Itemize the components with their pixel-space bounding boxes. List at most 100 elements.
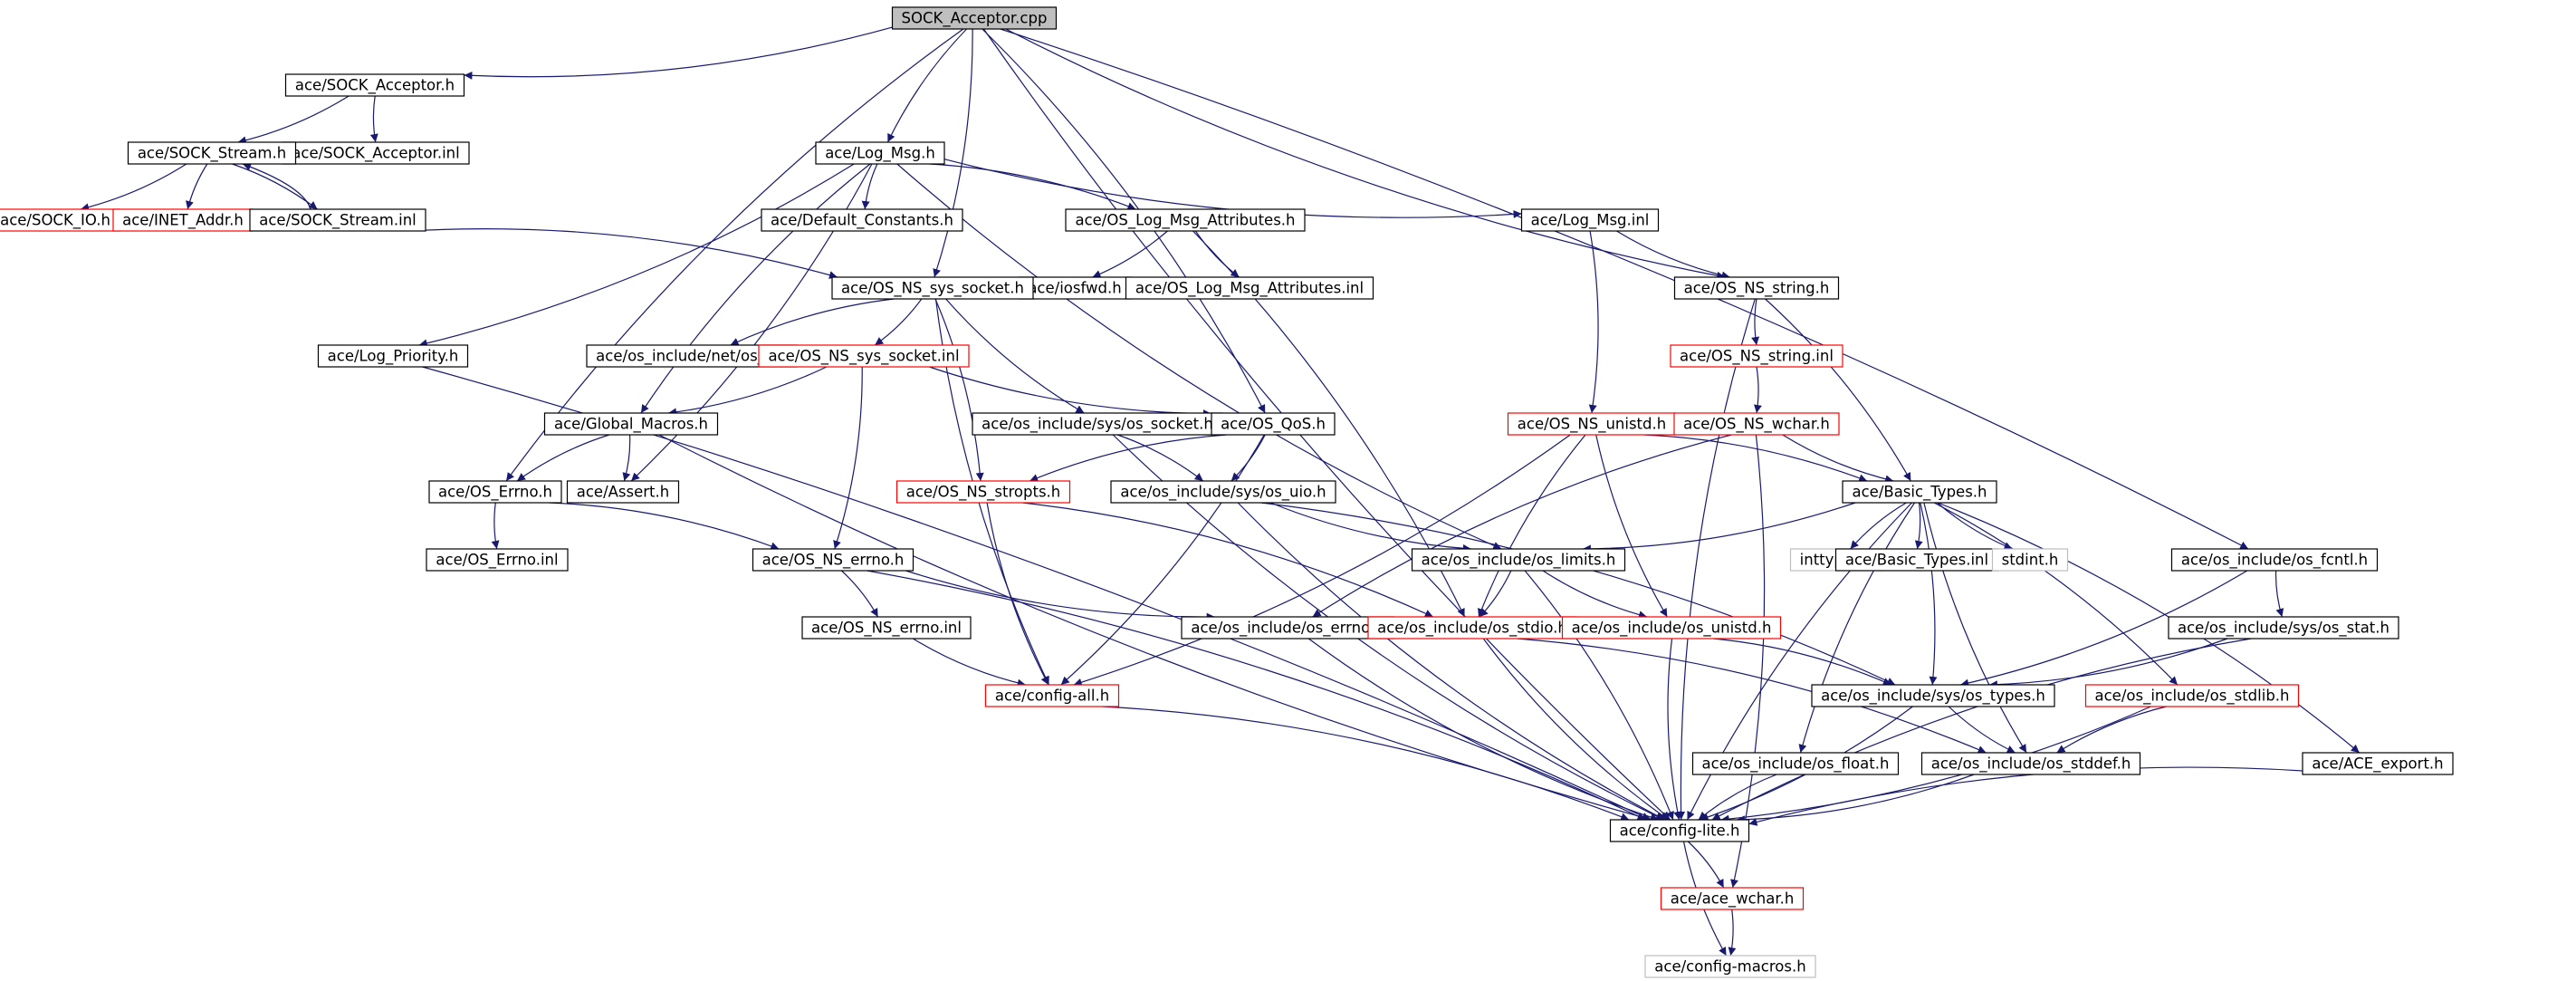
edge-os_types_h-to-os_stddef_h — [1948, 706, 2016, 754]
node-log-msg-h[interactable]: ace/Log_Msg.h — [815, 141, 945, 165]
node-os-ns-string-h[interactable]: ace/OS_NS_string.h — [1673, 276, 1840, 300]
node-assert-h[interactable]: ace/Assert.h — [566, 480, 680, 504]
node-os-ns-errno-inl[interactable]: ace/OS_NS_errno.inl — [801, 616, 972, 640]
node-box — [566, 480, 680, 504]
node-stdint-h[interactable]: stdint.h — [1991, 548, 2069, 572]
node-os-log-msg-attr-h[interactable]: ace/OS_Log_Msg_Attributes.h — [1065, 208, 1306, 232]
edge-log_msg_h-to-os_limits_h — [896, 163, 1502, 550]
node-os-socket-h[interactable]: ace/os_include/sys/os_socket.h — [972, 412, 1223, 436]
node-box — [1110, 480, 1336, 504]
node-os-stdlib-h[interactable]: ace/os_include/os_stdlib.h — [2084, 684, 2300, 707]
node-os-ns-sys-socket-inl[interactable]: ace/OS_NS_sys_socket.inl — [758, 344, 970, 368]
node-ace-wchar-h[interactable]: ace/ace_wchar.h — [1660, 887, 1805, 910]
node-os-stdio-h[interactable]: ace/os_include/os_stdio.h — [1367, 616, 1577, 640]
node-inet-addr-h[interactable]: ace/INET_Addr.h — [112, 208, 254, 232]
node-os-limits-h[interactable]: ace/os_include/os_limits.h — [1411, 548, 1626, 572]
edge-os_log_msg_attr_h-to-os_log_msg_attr_inl — [1194, 230, 1240, 278]
node-os-ns-unistd-h[interactable]: ace/OS_NS_unistd.h — [1507, 412, 1677, 436]
node-os-include-errno-h[interactable]: ace/os_include/os_errno.h — [1181, 616, 1394, 640]
edge-os_ns_errno_h-to-os_ns_errno_inl — [840, 570, 879, 618]
node-label: ace/OS_NS_string.h — [1684, 280, 1830, 298]
node-label: ace/os_include/os_stddef.h — [1931, 755, 2131, 774]
node-config-all-h[interactable]: ace/config-all.h — [984, 684, 1120, 707]
edge-sock_acceptor_h-to-sock_acceptor_inl — [369, 95, 378, 143]
node-os-ns-sys-socket-h[interactable]: ace/OS_NS_sys_socket.h — [831, 276, 1034, 300]
node-log-priority-h[interactable]: ace/Log_Priority.h — [317, 344, 469, 368]
node-label: ace/Global_Macros.h — [554, 416, 708, 434]
edge-os_limits_h-to-config_lite_h — [1524, 570, 1674, 821]
node-os-fcntl-h[interactable]: ace/os_include/os_fcntl.h — [2170, 548, 2379, 572]
node-os-types-h[interactable]: ace/os_include/sys/os_types.h — [1811, 684, 2055, 707]
node-default-constants-h[interactable]: ace/Default_Constants.h — [761, 208, 963, 232]
node-box — [1411, 548, 1626, 572]
node-basic-types-h[interactable]: ace/Basic_Types.h — [1842, 480, 1997, 504]
edge-os_ns_sys_socket_h-to-os_ns_stropts_h — [934, 298, 984, 482]
node-os-uio-h[interactable]: ace/os_include/sys/os_uio.h — [1110, 480, 1336, 504]
edge-os_ns_string_h-to-os_ns_string_inl — [1751, 298, 1760, 346]
node-global-macros-h[interactable]: ace/Global_Macros.h — [543, 412, 719, 436]
edge-basic_types_h-to-os_limits_h — [1582, 502, 1856, 553]
node-label: ace/os_include/sys/os_stat.h — [2178, 620, 2389, 638]
node-sock-acceptor-h[interactable]: ace/SOCK_Acceptor.h — [284, 73, 465, 97]
node-config-lite-h[interactable]: ace/config-lite.h — [1609, 819, 1750, 842]
node-os-errno-inl[interactable]: ace/OS_Errno.inl — [426, 548, 569, 572]
edge-ace_wchar_h-to-config_macros_h — [1728, 909, 1737, 957]
edge-sock_stream_h-to-inet_addr_h — [186, 163, 208, 210]
edge-os_limits_h-to-os_unistd_h — [1542, 570, 1648, 620]
node-sock-stream-h[interactable]: ace/SOCK_Stream.h — [127, 141, 297, 165]
node-box — [1520, 208, 1660, 232]
node-label: ace/SOCK_IO.h — [0, 212, 110, 230]
edge-os_ns_sys_socket_inl-to-global_macros_h — [668, 366, 828, 417]
node-sock-acceptor-inl[interactable]: ace/SOCK_Acceptor.inl — [282, 141, 470, 165]
edge-log_msg_inl-to-os_ns_unistd_h — [1588, 230, 1599, 414]
edge-os_ns_sys_socket_h-to-os_if_h — [730, 298, 895, 346]
node-os-unistd-h[interactable]: ace/os_include/os_unistd.h — [1561, 616, 1782, 640]
edge-os_float_h-to-config_lite_h — [1698, 774, 1777, 821]
node-os-qos-h[interactable]: ace/OS_QoS.h — [1211, 412, 1336, 436]
node-label: ace/OS_Log_Msg_Attributes.h — [1075, 212, 1295, 230]
node-os-ns-errno-h[interactable]: ace/OS_NS_errno.h — [752, 548, 915, 572]
edge-os_ns_errno_h-to-config_lite_h — [867, 570, 1646, 821]
node-os-ns-string-inl[interactable]: ace/OS_NS_string.inl — [1670, 344, 1843, 368]
edge-os_ns_string_h-to-config_lite_h — [1677, 298, 1756, 821]
node-box — [984, 684, 1120, 707]
node-label: ace/ACE_export.h — [2312, 755, 2443, 774]
edge-root-to-sock_acceptor_h — [464, 26, 893, 80]
edge-os_uio_h-to-os_limits_h — [1269, 502, 1471, 553]
node-box — [752, 548, 915, 572]
node-sock-stream-inl[interactable]: ace/SOCK_Stream.inl — [249, 208, 426, 232]
node-ace-export-h[interactable]: ace/ACE_export.h — [2302, 752, 2454, 775]
node-os-errno-h[interactable]: ace/OS_Errno.h — [428, 480, 562, 504]
node-iosfwd-h[interactable]: ace/iosfwd.h — [1018, 276, 1132, 300]
node-box — [1507, 412, 1677, 436]
node-box — [1660, 887, 1805, 910]
edge-basic_types_h-to-os_stddef_h — [1923, 502, 2027, 754]
node-basic-types-inl[interactable]: ace/Basic_Types.inl — [1834, 548, 1999, 572]
node-label: ace/SOCK_Stream.inl — [259, 212, 417, 230]
node-log-msg-inl[interactable]: ace/Log_Msg.inl — [1520, 208, 1660, 232]
edge-root-to-os_ns_string_h — [1005, 28, 1726, 280]
node-label: ace/Basic_Types.h — [1852, 484, 1987, 502]
edge-os_ns_sys_socket_h-to-os_ns_sys_socket_inl — [874, 298, 923, 346]
node-box — [1367, 616, 1577, 640]
node-box — [112, 208, 254, 232]
node-label: ace/SOCK_Stream.h — [138, 145, 286, 163]
node-os-ns-wchar-h[interactable]: ace/OS_NS_wchar.h — [1673, 412, 1840, 436]
node-label: ace/os_include/os_errno.h — [1191, 620, 1384, 638]
node-os-log-msg-attr-inl[interactable]: ace/OS_Log_Msg_Attributes.inl — [1125, 276, 1374, 300]
node-config-macros-h[interactable]: ace/config-macros.h — [1644, 955, 1816, 978]
node-sock-io-h[interactable]: ace/SOCK_IO.h — [0, 208, 120, 232]
node-label: ace/OS_Errno.inl — [436, 552, 558, 570]
edge-global_macros_h-to-os_errno_h — [516, 434, 610, 482]
edge-os_unistd_h-to-os_types_h — [1713, 638, 1892, 686]
node-os-ns-stropts-h[interactable]: ace/OS_NS_stropts.h — [895, 480, 1071, 504]
node-os-float-h[interactable]: ace/os_include/os_float.h — [1691, 752, 1900, 775]
node-label: ace/os_include/os_stdio.h — [1377, 620, 1567, 638]
edge-os_stat_h-to-config_lite_h — [1711, 638, 2252, 821]
node-os-stddef-h[interactable]: ace/os_include/os_stddef.h — [1920, 752, 2141, 775]
edge-os_stdio_h-to-config_lite_h — [1482, 638, 1670, 821]
edge-os_errno_h-to-os_ns_errno_h — [549, 502, 780, 551]
node-box — [1211, 412, 1336, 436]
node-os-stat-h[interactable]: ace/os_include/sys/os_stat.h — [2168, 616, 2399, 640]
node-label: SOCK_Acceptor.cpp — [902, 10, 1048, 28]
